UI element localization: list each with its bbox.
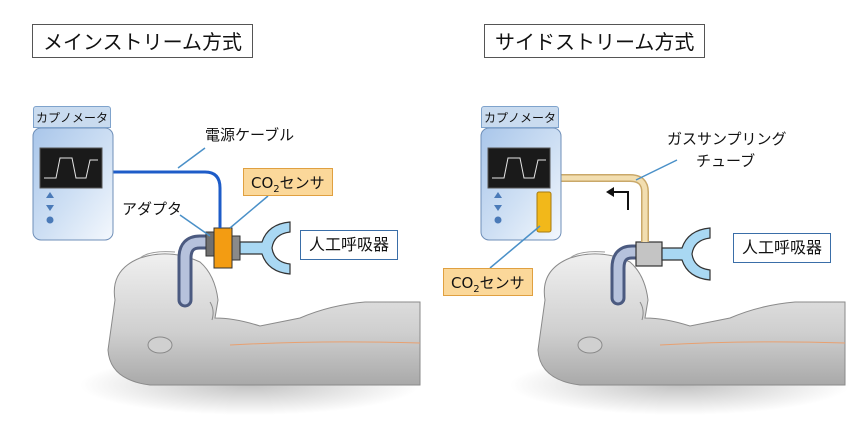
capnometer-label-left: カプノメータ <box>33 106 111 128</box>
sampling-tube-label-line1: ガスサンプリング <box>667 130 787 148</box>
co2-sensor-mainstream <box>213 227 233 269</box>
patient-left <box>107 251 421 386</box>
capnometer-label-right: カプノメータ <box>481 106 559 128</box>
gas-sampling-tube <box>560 175 648 242</box>
co2-sensor-label-left: CO2センサ <box>243 168 333 196</box>
power-cable <box>112 170 222 228</box>
adapter-label: アダプタ <box>122 200 183 218</box>
cable-label: 電源ケーブル <box>205 126 295 144</box>
right-title: サイドストリーム方式 <box>484 24 706 58</box>
up-triangle-icon <box>46 192 54 198</box>
airway-adapter-sidestream <box>635 241 663 267</box>
right-panel <box>480 127 850 415</box>
capnometer-left <box>32 127 114 241</box>
arrow-flow-icon <box>612 191 629 210</box>
circle-button-icon <box>46 216 54 224</box>
ventilator-label-left: 人工呼吸器 <box>300 230 399 260</box>
co2-sensor-sidestream <box>536 191 552 233</box>
co2-sensor-label-right: CO2センサ <box>443 268 533 296</box>
left-panel <box>32 127 421 415</box>
ventilator-label-right: 人工呼吸器 <box>733 233 832 263</box>
capnometer-right <box>480 127 562 241</box>
circle-button-icon <box>494 216 502 224</box>
up-triangle-icon <box>494 192 502 198</box>
down-triangle-icon <box>494 205 502 211</box>
down-triangle-icon <box>46 205 54 211</box>
ventilator-wye-left <box>239 221 291 275</box>
sampling-tube-label-line2: チューブ <box>696 152 756 170</box>
ventilator-wye-right <box>661 227 711 281</box>
left-title: メインストリーム方式 <box>32 24 253 58</box>
